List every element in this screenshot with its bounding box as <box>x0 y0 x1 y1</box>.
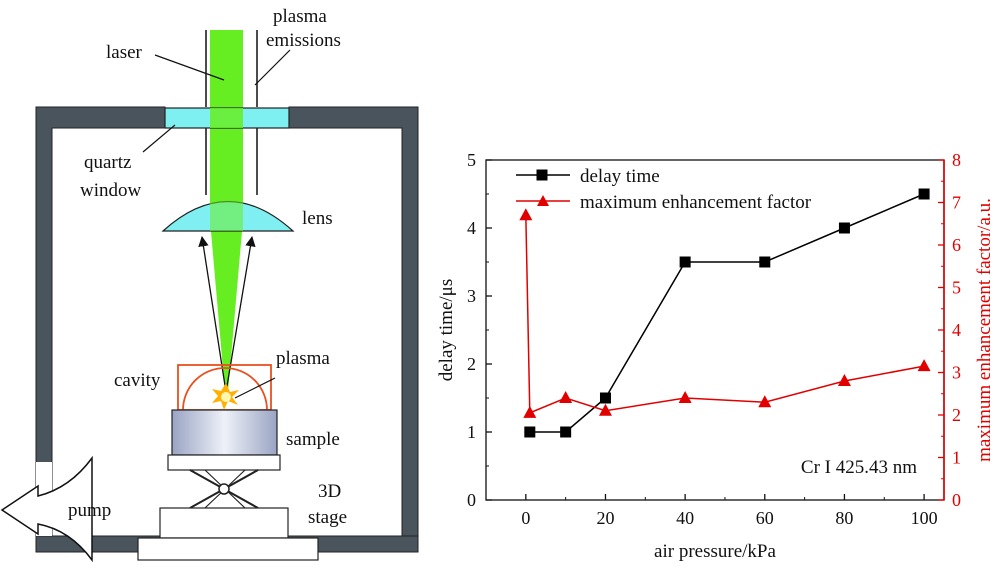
label-quartz-1: quartz <box>84 152 131 173</box>
series-layer <box>519 188 931 438</box>
y-tick-label: 2 <box>467 354 476 374</box>
label-stage: stage <box>308 507 347 528</box>
data-point-delay-time <box>918 188 930 200</box>
y2-tick-label: 5 <box>952 278 961 298</box>
data-point-delay-time <box>599 392 611 404</box>
x-tick-label: 100 <box>911 508 938 528</box>
series-line-delay-time <box>529 193 925 433</box>
chart: 0 20 40 60 80 100 0 1 2 3 4 5 0 1 2 3 4 5 6 7 8 delay time… <box>436 150 995 562</box>
data-point-delay-time <box>838 222 850 234</box>
y-tick-label: 5 <box>467 150 476 170</box>
y2-tick-label: 2 <box>952 405 961 425</box>
label-plasma-emissions-2: emissions <box>266 30 341 51</box>
y2-axis-label: maximum enhancement factor/a.u. <box>974 198 995 462</box>
data-point-delay-time <box>524 426 536 438</box>
label-plasma: plasma <box>276 348 330 369</box>
label-quartz-2: window <box>80 180 142 201</box>
data-point-enhancement-factor <box>837 374 851 386</box>
legend-marker-delay-time <box>536 169 548 181</box>
data-point-delay-time <box>679 256 691 268</box>
pump-arrow <box>0 455 93 563</box>
data-point-enhancement-factor <box>559 391 573 403</box>
series-line-enhancement-factor <box>525 215 925 414</box>
sample <box>171 409 278 456</box>
x-axis-label: air pressure/kPa <box>654 541 776 562</box>
y2-tick-label: 8 <box>952 150 961 170</box>
data-point-enhancement-factor <box>523 405 537 418</box>
y-tick-label: 4 <box>467 218 476 238</box>
x-tick-label: 60 <box>756 508 774 528</box>
plasma-spark <box>212 383 239 410</box>
legend-label-delay-time: delay time <box>580 166 660 187</box>
x-tick-label: 80 <box>835 508 853 528</box>
y2-tick-label: 0 <box>952 490 961 510</box>
data-point-enhancement-factor <box>678 391 692 403</box>
y2-tick-label: 3 <box>952 363 961 383</box>
y2-tick-label: 7 <box>952 193 961 213</box>
y-tick-label: 1 <box>467 422 476 442</box>
y-axis-ticks: 0 1 2 3 4 5 <box>467 150 492 510</box>
x-axis-ticks: 0 20 40 60 80 100 <box>521 494 938 528</box>
y-tick-label: 3 <box>467 286 476 306</box>
label-sample: sample <box>286 429 340 450</box>
setup-diagram: laser plasma emissions quartz window len… <box>0 6 419 563</box>
x-tick-label: 0 <box>521 508 530 528</box>
label-pump: pump <box>68 500 111 521</box>
legend-label-enhancement: maximum enhancement factor <box>580 192 812 213</box>
y2-axis-ticks: 0 1 2 3 4 5 6 7 8 <box>938 150 961 510</box>
y2-tick-label: 6 <box>952 235 961 255</box>
label-lens: lens <box>302 208 333 229</box>
legend: delay time maximum enhancement factor <box>516 166 812 213</box>
3d-stage <box>137 454 319 561</box>
data-point-enhancement-factor <box>758 395 772 408</box>
label-plasma-emissions-1: plasma <box>273 6 327 27</box>
label-cavity: cavity <box>114 370 161 391</box>
y-tick-label: 0 <box>467 490 476 510</box>
x-tick-label: 40 <box>676 508 694 528</box>
chart-annotation: Cr I 425.43 nm <box>801 457 917 478</box>
data-point-enhancement-factor <box>917 359 931 372</box>
data-point-delay-time <box>560 426 572 438</box>
label-laser: laser <box>106 42 143 63</box>
chamber-wall <box>35 106 166 551</box>
y2-tick-label: 1 <box>952 448 961 468</box>
chamber-wall-right <box>288 106 419 551</box>
x-tick-label: 20 <box>596 508 614 528</box>
data-point-delay-time <box>759 256 771 268</box>
y-axis-label: delay time/μs <box>436 279 457 382</box>
legend-marker-enhancement <box>537 195 549 206</box>
label-3d: 3D <box>318 481 341 502</box>
y2-tick-label: 4 <box>952 320 961 340</box>
data-point-enhancement-factor <box>598 403 612 416</box>
data-point-enhancement-factor <box>519 208 533 221</box>
